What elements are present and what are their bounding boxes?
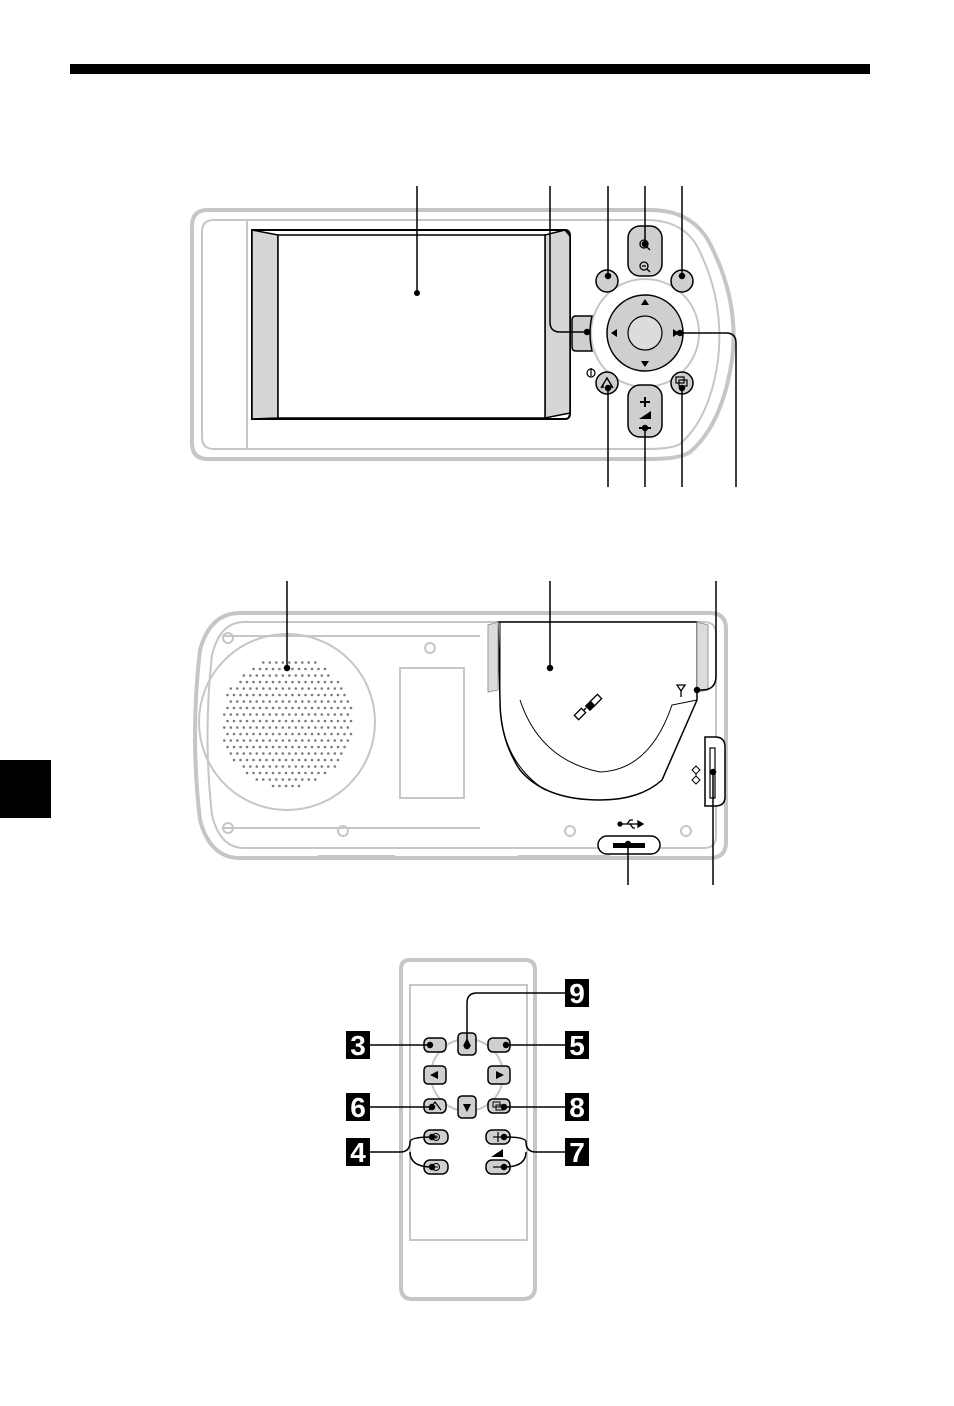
callout-4: 4 <box>346 1137 370 1168</box>
remote-leader-lines <box>369 993 567 1170</box>
callout-7: 7 <box>565 1137 589 1168</box>
rear-label-plate <box>400 668 464 798</box>
callout-9: 9 <box>565 978 589 1009</box>
callout-5: 5 <box>565 1030 589 1061</box>
callout-4-number: 4 <box>350 1137 366 1168</box>
screen-bezel-shade-left <box>252 230 278 419</box>
rear-screw <box>223 633 233 643</box>
callout-9-number: 9 <box>569 978 585 1009</box>
callout-5-number: 5 <box>569 1030 585 1061</box>
callout-8: 8 <box>565 1092 589 1123</box>
remote-body-outline <box>401 960 535 1299</box>
callout-6: 6 <box>346 1092 370 1123</box>
screen-bezel-shade-right <box>545 230 570 418</box>
memory-card-icon <box>692 766 700 784</box>
callout-6-number: 6 <box>350 1092 366 1123</box>
lcd-screen <box>278 235 545 418</box>
joystick-center[interactable] <box>628 316 662 350</box>
gps-antenna-flap[interactable] <box>488 622 708 800</box>
callout-3: 3 <box>346 1030 370 1061</box>
remote-view <box>401 960 535 1299</box>
rear-screw <box>681 826 691 836</box>
rear-screw <box>565 826 575 836</box>
callout-3-number: 3 <box>350 1030 366 1061</box>
callout-7-number: 7 <box>569 1137 585 1168</box>
rear-rails <box>222 636 480 828</box>
usb-icon <box>618 820 643 828</box>
speaker-grille <box>223 661 352 787</box>
power-icon <box>587 368 595 377</box>
volume-icon <box>491 1149 503 1157</box>
callout-8-number: 8 <box>569 1092 585 1123</box>
rear-screw <box>425 643 435 653</box>
